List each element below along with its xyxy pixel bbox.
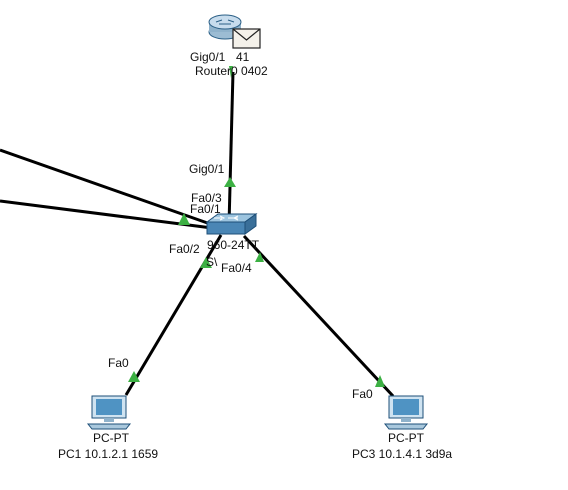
link-up-indicator [375,375,385,387]
pc1-type: PC-PT [93,431,130,445]
pc1-device[interactable] [86,395,132,430]
link-up-indicator [224,177,236,187]
router-device[interactable] [208,14,261,49]
link-up-indicator [229,66,233,78]
switch-port-fa0-1: Fa0/1 [190,202,221,216]
link-router-switch[interactable] [227,71,235,226]
router-port-label: Gig0/1 [190,50,226,64]
router-name: Router0 0402 [195,64,268,78]
switch-port-fa0-4: Fa0/4 [221,261,252,275]
link-up-indicator [255,252,264,262]
link-switch-pc3[interactable] [242,234,395,398]
envelope-icon[interactable] [232,28,261,49]
router-port-suffix: 41 [236,50,250,64]
switch-port-gig0-1: Gig0/1 [189,162,225,176]
link-up-indicator [200,257,212,268]
switch-port-fa0-2: Fa0/2 [169,242,200,256]
pc3-port-label: Fa0 [352,387,373,401]
switch-sublabel: S\ [206,255,218,269]
switch-port-fa0-3: Fa0/3 [191,191,222,205]
pc3-name: PC3 10.1.4.1 3d9a [352,447,452,461]
link-up-indicator [128,371,140,382]
switch-model: 960-24TT [207,238,260,252]
pc1-name: PC1 10.1.2.1 1659 [58,447,158,461]
pc3-device[interactable] [383,395,429,430]
link-up-indicator [178,213,190,225]
switch-device[interactable] [205,213,258,235]
link-offscreen-2-switch[interactable] [0,199,213,230]
pc3-type: PC-PT [388,431,425,445]
link-status-indicators [128,66,385,387]
links [0,71,395,398]
pc1-port-label: Fa0 [108,356,129,370]
link-offscreen-1-switch[interactable] [0,148,217,228]
